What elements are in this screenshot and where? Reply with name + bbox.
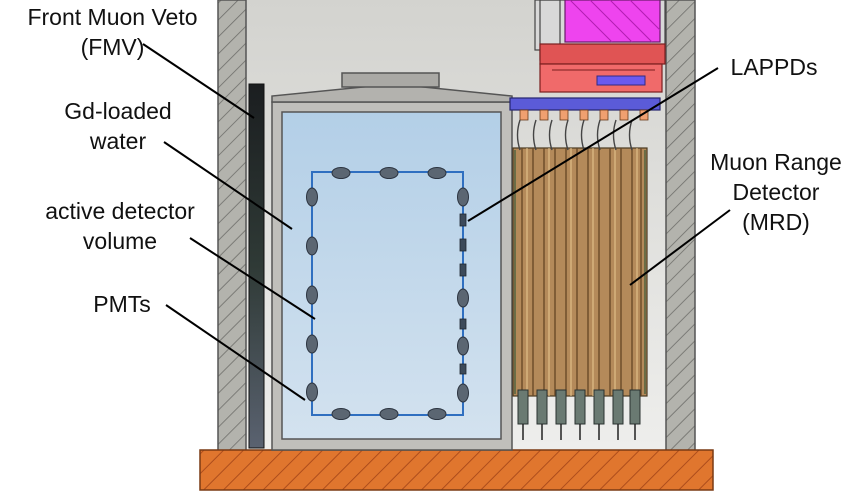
lappd-group	[459, 213, 467, 375]
leader-water	[163, 141, 293, 230]
muon-range-detector	[512, 119, 648, 440]
label-pmts: PMTs	[93, 291, 151, 317]
pmt-row-top	[331, 167, 447, 179]
pmt-ellipse-icon	[331, 167, 351, 179]
magenta-panel	[564, 0, 661, 43]
pmt-ellipse-icon	[457, 383, 469, 403]
pmt-ellipse-icon	[457, 187, 469, 207]
tank-hatch	[341, 72, 440, 88]
pmt-ellipse-icon	[379, 167, 399, 179]
pmt-ellipse-icon	[427, 408, 447, 420]
lappd-dash-icon	[459, 213, 467, 227]
mrd-stripes	[521, 148, 642, 396]
pmt-row-bottom	[331, 408, 447, 420]
floor-slab	[199, 449, 714, 491]
pmt-column-left	[306, 187, 318, 402]
pmt-ellipse-icon	[457, 288, 469, 308]
pmt-ellipse-icon	[306, 382, 318, 402]
left-wall	[217, 0, 247, 453]
mrd-cables	[516, 119, 633, 151]
lappd-dash-icon	[459, 263, 467, 277]
label-muon-range-detector: Muon Range Detector (MRD)	[710, 149, 842, 235]
magenta-hatching	[569, 0, 661, 43]
leader-active	[189, 237, 316, 320]
label-active-detector-volume: active detector volume	[45, 198, 195, 254]
pmt-ellipse-icon	[306, 334, 318, 354]
pmt-ellipse-icon	[457, 336, 469, 356]
blue-insert	[596, 75, 646, 86]
pmt-ellipse-icon	[306, 236, 318, 256]
leader-pmts	[165, 304, 306, 401]
front-muon-veto-bar	[248, 83, 265, 449]
label-lappds: LAPPDs	[730, 54, 818, 80]
lappd-dash-icon	[459, 238, 467, 252]
right-wall	[665, 0, 696, 453]
lappd-rack-plate	[509, 97, 661, 111]
leader-lines	[142, 43, 731, 401]
lappd-dash-icon	[459, 363, 467, 375]
leader-fmv	[142, 43, 255, 119]
pmt-ellipse-icon	[379, 408, 399, 420]
leader-mrd	[629, 209, 731, 286]
pmt-column-right	[457, 187, 469, 403]
red-frame	[539, 43, 666, 65]
pmt-ellipse-icon	[427, 167, 447, 179]
upper-structure	[534, 0, 666, 93]
mrd-highlight-stripes	[526, 148, 638, 396]
mrd-side-stripes	[514, 150, 646, 394]
lappd-dash-icon	[459, 318, 467, 330]
pmt-ellipse-icon	[306, 285, 318, 305]
tank-roof	[271, 83, 513, 103]
pmt-ellipse-icon	[306, 187, 318, 207]
mrd-pmt-tips	[522, 424, 636, 440]
label-front-muon-veto: Front Muon Veto (FMV)	[27, 4, 198, 60]
label-gd-loaded-water: Gd-loaded water	[64, 98, 172, 154]
pmt-ellipse-icon	[331, 408, 351, 420]
mrd-body	[512, 147, 648, 397]
leader-lappds	[467, 67, 719, 222]
